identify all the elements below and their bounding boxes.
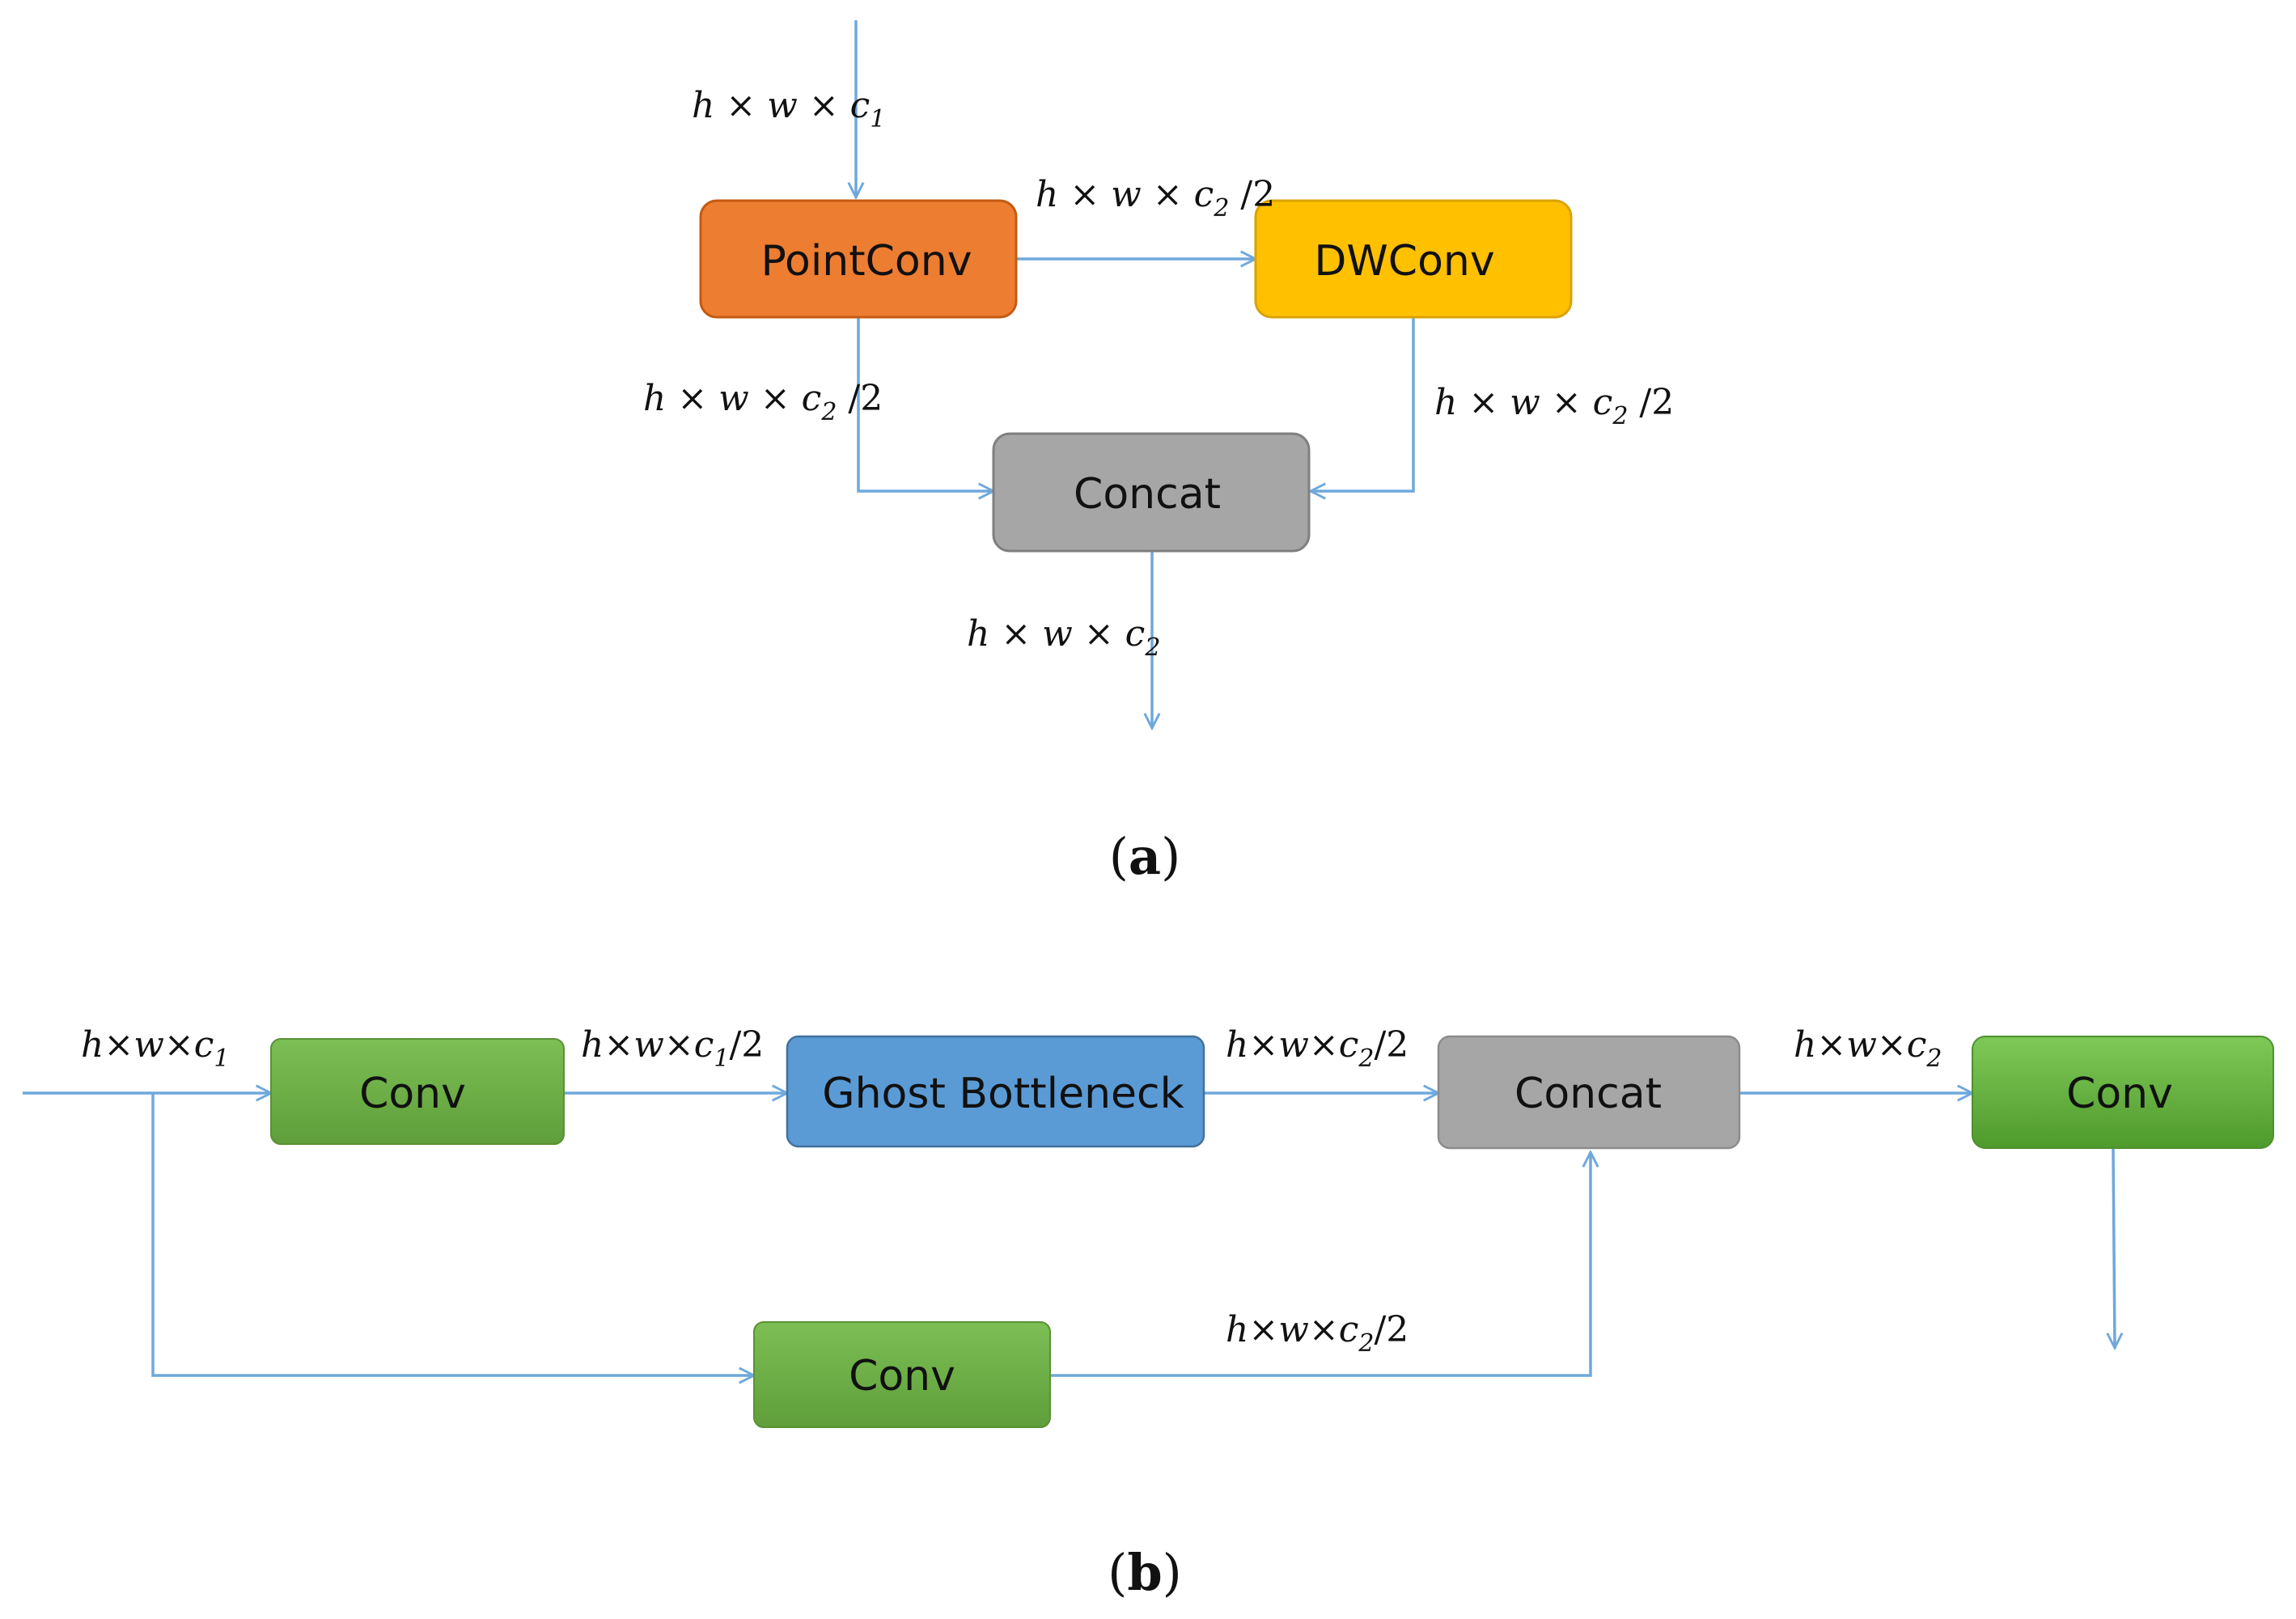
label-b-input: h×w×c1	[81, 1024, 229, 1073]
conv-out-box	[1972, 1036, 2274, 1149]
node-conv-b1: Conv	[270, 1038, 565, 1145]
node-dwconv: DWConv	[1254, 199, 1573, 319]
concat-b-box	[1437, 1035, 1741, 1150]
label-a-input: h × w × c1	[692, 85, 885, 134]
panel-a: PointConv DWConv Concat h × w × c1 h × w…	[643, 20, 1674, 886]
panel-b: Conv Ghost Bottleneck Concat Conv Conv h…	[23, 1024, 2274, 1602]
concat-a-box	[992, 432, 1311, 553]
pointconv-label: PointConv	[761, 237, 972, 286]
node-ghost-bottleneck: Ghost Bottleneck	[786, 1035, 1205, 1148]
dwconv-label: DWConv	[1314, 237, 1494, 286]
pointconv-box	[699, 199, 1018, 319]
conv-b1-label: Conv	[359, 1070, 466, 1118]
node-pointconv: PointConv	[699, 199, 1018, 319]
edge-a-pointconv-to-concat	[857, 317, 993, 491]
label-b-branch-to-concat: h×w×c2/2	[1226, 1309, 1409, 1358]
caption-a: (a)	[1109, 827, 1181, 886]
edge-b-skip-to-branch	[151, 1093, 754, 1375]
node-concat-a: Concat	[992, 432, 1311, 553]
conv-out-label: Conv	[2066, 1070, 2173, 1118]
ghost-bottleneck-label: Ghost Bottleneck	[822, 1070, 1184, 1118]
label-a-pointconv-to-dwconv: h × w × c2 /2	[1036, 174, 1275, 223]
label-a-pointconv-to-concat: h × w × c2 /2	[643, 378, 883, 426]
label-a-output: h × w × c2	[967, 613, 1160, 662]
label-b-ghost-to-concat: h×w×c2/2	[1226, 1024, 1409, 1073]
edge-b-output	[2113, 1148, 2115, 1348]
node-concat-b: Concat	[1437, 1035, 1741, 1150]
ghost-bottleneck-box	[786, 1035, 1205, 1148]
label-b-conv-to-ghost: h×w×c1/2	[581, 1024, 764, 1073]
edge-a-dwconv-to-concat	[1311, 317, 1415, 491]
conv-branch-box	[753, 1321, 1051, 1428]
conv-b1-box	[270, 1038, 565, 1145]
dwconv-box	[1254, 199, 1573, 319]
node-conv-branch: Conv	[753, 1321, 1051, 1428]
caption-b: (b)	[1108, 1543, 1182, 1602]
concat-b-label: Concat	[1514, 1070, 1662, 1118]
conv-branch-label: Conv	[849, 1352, 955, 1401]
label-a-dwconv-to-concat: h × w × c2 /2	[1434, 382, 1674, 430]
node-conv-out: Conv	[1972, 1036, 2274, 1149]
concat-a-label: Concat	[1074, 470, 1221, 519]
edge-b-branch-to-concat	[1050, 1152, 1591, 1377]
label-b-concat-to-conv: h×w×c2	[1794, 1024, 1942, 1073]
